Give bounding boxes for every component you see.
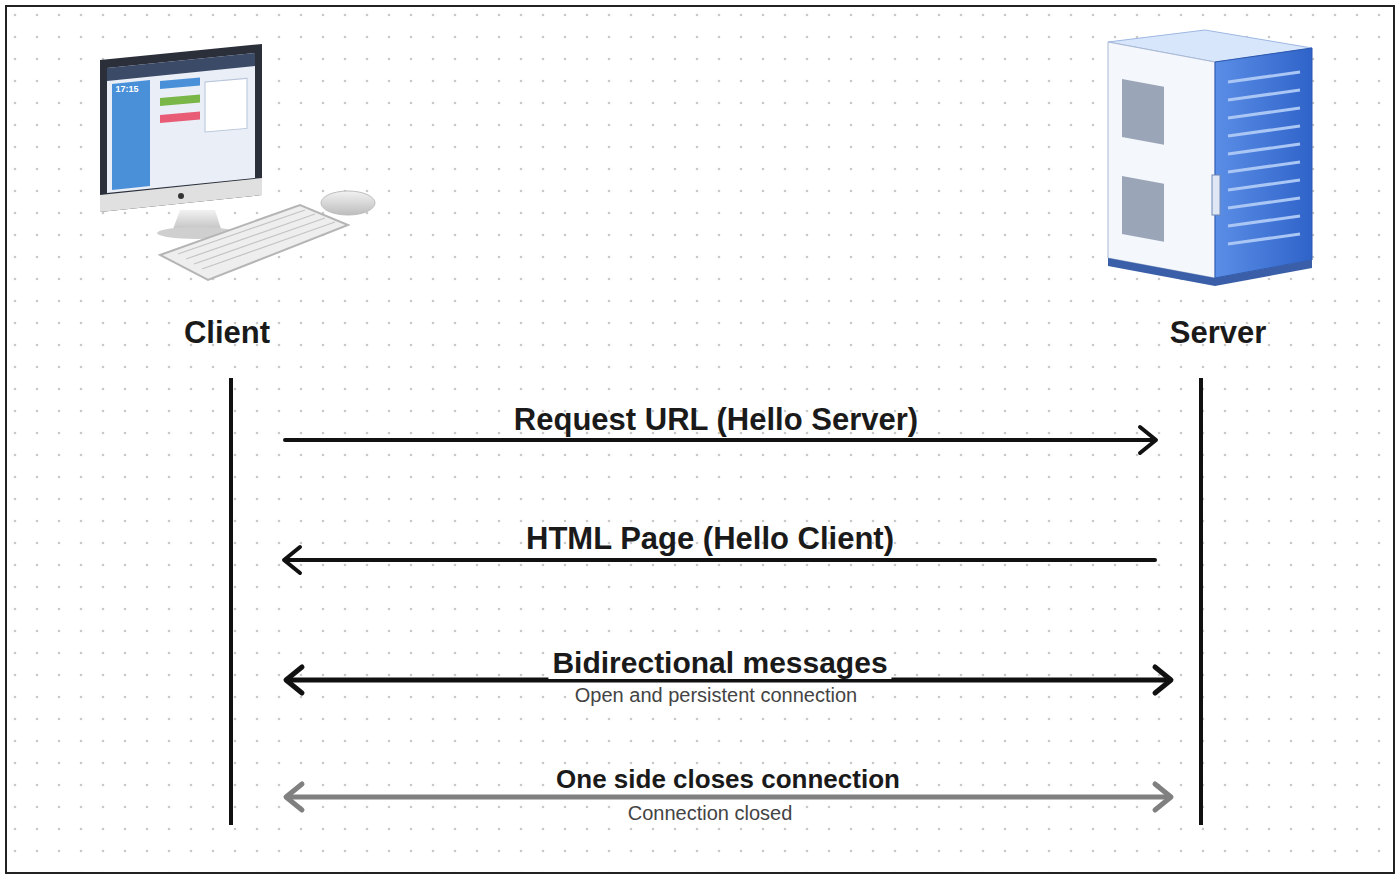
message-note: Connection closed <box>624 802 797 824</box>
message-label: Bidirectional messages <box>548 646 891 679</box>
message-label: HTML Page (Hello Client) <box>526 522 894 556</box>
message-label: Request URL (Hello Server) <box>514 403 918 437</box>
client-lifeline <box>229 378 233 825</box>
server-rack-icon <box>1108 30 1312 286</box>
lifeline-title: Client <box>184 316 270 350</box>
screen-clock: 17:15 <box>115 85 138 95</box>
message-note: Open and persistent connection <box>571 684 861 706</box>
message-label: One side closes connection <box>552 765 904 794</box>
server-lifeline <box>1199 378 1203 825</box>
lifeline-title: Server <box>1170 316 1267 350</box>
client-computer-icon <box>100 44 375 280</box>
frame-border <box>6 6 1394 873</box>
